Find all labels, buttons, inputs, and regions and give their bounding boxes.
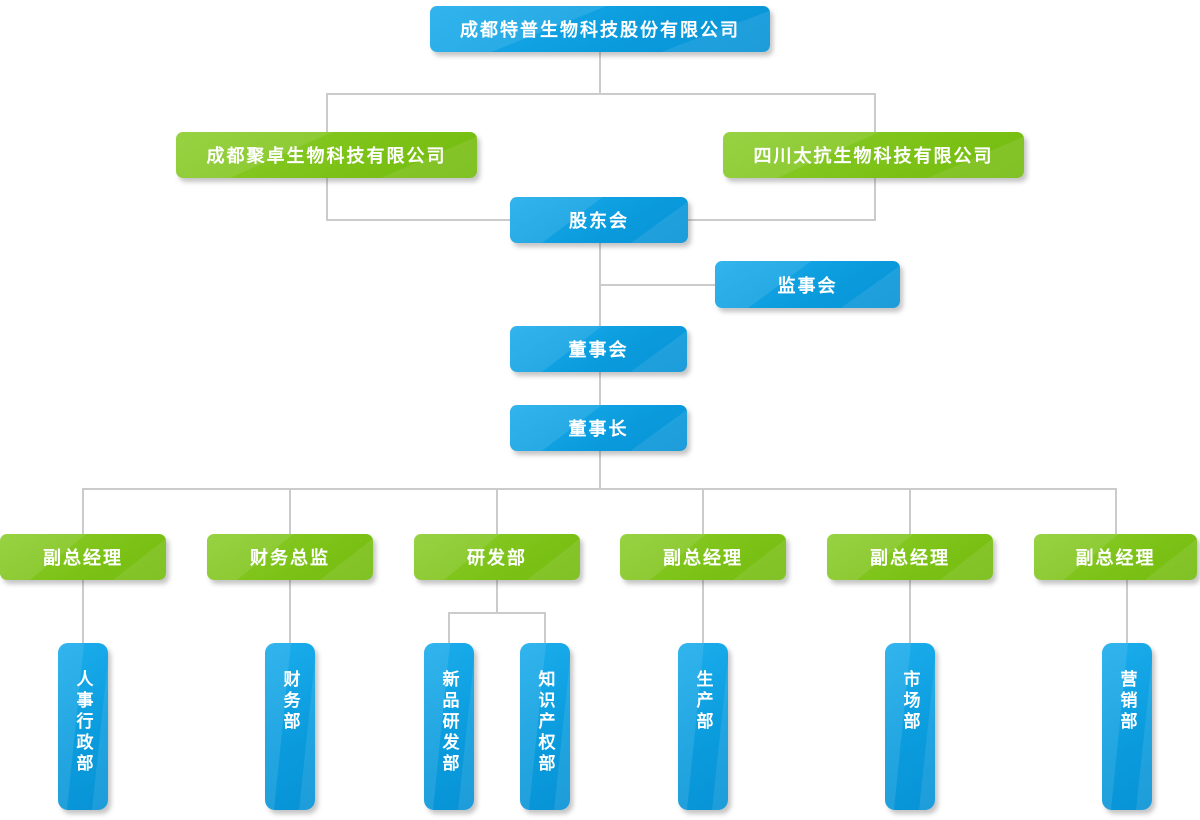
node-vice-gm-3-label: 副总经理: [870, 548, 950, 568]
node-market-dept: 市场部: [885, 643, 935, 810]
node-finance-director-label: 财务总监: [250, 548, 330, 568]
node-hr-admin-dept-label: 人事行政部: [73, 670, 93, 775]
connector-line: [702, 580, 704, 644]
connector-line: [82, 489, 84, 535]
connector-line: [702, 489, 704, 535]
connector-line: [448, 612, 546, 614]
connector-line: [1115, 489, 1117, 535]
node-finance-dept-label: 财务部: [280, 670, 300, 733]
node-subsidiary-right: 四川太抗生物科技有限公司: [723, 132, 1024, 178]
connector-line: [544, 613, 546, 644]
connector-line: [909, 580, 911, 644]
connector-line: [448, 613, 450, 644]
connector-line: [289, 580, 291, 644]
node-board-of-directors: 董事会: [510, 326, 687, 372]
connector-line: [326, 219, 512, 221]
node-vice-gm-2-label: 副总经理: [663, 548, 743, 568]
node-subsidiary-right-label: 四川太抗生物科技有限公司: [753, 146, 994, 166]
node-rd-dept: 研发部: [414, 534, 580, 580]
connector-line: [496, 580, 498, 613]
node-ip-dept-label: 知识产权部: [535, 670, 555, 775]
node-shareholders-meeting: 股东会: [510, 197, 688, 243]
node-chairman: 董事长: [510, 405, 687, 451]
connector-line: [1126, 580, 1128, 644]
node-hr-admin-dept: 人事行政部: [58, 643, 108, 810]
node-vice-gm-4: 副总经理: [1034, 534, 1197, 580]
connector-line: [82, 580, 84, 644]
node-marketing-dept-label: 营销部: [1117, 670, 1137, 733]
node-supervisory-board: 监事会: [715, 261, 900, 308]
node-board-of-directors-label: 董事会: [568, 340, 629, 360]
node-subsidiary-left: 成都聚卓生物科技有限公司: [176, 132, 477, 178]
node-ip-dept: 知识产权部: [520, 643, 570, 810]
node-supervisory-board-label: 监事会: [777, 275, 838, 296]
connector-line: [82, 488, 1117, 490]
node-vice-gm-1: 副总经理: [0, 534, 166, 580]
connector-line: [599, 451, 601, 490]
connector-line: [600, 284, 716, 286]
node-subsidiary-left-label: 成都聚卓生物科技有限公司: [206, 146, 447, 166]
connector-line: [687, 219, 876, 221]
connector-line: [326, 93, 876, 95]
node-vice-gm-4-label: 副总经理: [1075, 548, 1156, 568]
node-root-company: 成都特普生物科技股份有限公司: [430, 6, 770, 52]
node-chairman-label: 董事长: [568, 419, 629, 439]
node-vice-gm-1-label: 副总经理: [43, 548, 123, 568]
connector-line: [496, 489, 498, 535]
connector-line: [289, 489, 291, 535]
node-rd-dept-label: 研发部: [467, 548, 527, 568]
node-new-product-rd-dept-label: 新品研发部: [439, 670, 459, 775]
connector-line: [599, 372, 601, 406]
node-vice-gm-2: 副总经理: [620, 534, 786, 580]
node-marketing-dept: 营销部: [1102, 643, 1152, 810]
node-production-dept-label: 生产部: [693, 670, 713, 733]
node-production-dept: 生产部: [678, 643, 728, 810]
node-new-product-rd-dept: 新品研发部: [424, 643, 474, 810]
node-finance-dept: 财务部: [265, 643, 315, 810]
connector-line: [909, 489, 911, 535]
node-root-company-label: 成都特普生物科技股份有限公司: [460, 20, 740, 40]
node-market-dept-label: 市场部: [900, 670, 920, 733]
connector-line: [599, 52, 601, 94]
node-vice-gm-3: 副总经理: [827, 534, 993, 580]
node-shareholders-meeting-label: 股东会: [569, 211, 629, 231]
node-finance-director: 财务总监: [207, 534, 373, 580]
